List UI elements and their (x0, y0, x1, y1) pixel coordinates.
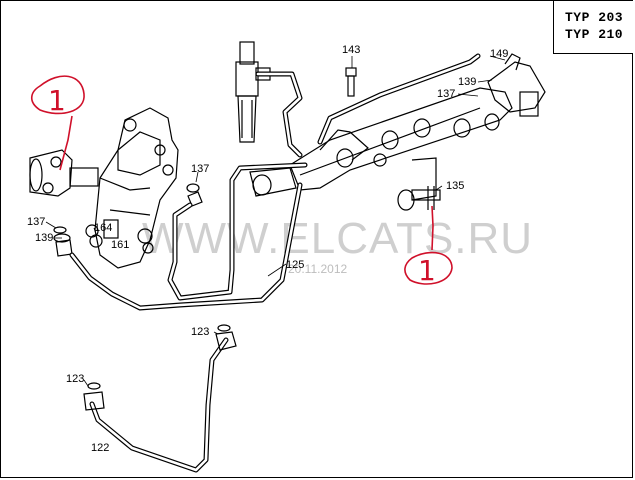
leader-lines (45, 55, 506, 387)
callout-122: 122 (91, 442, 109, 454)
callout-137-rail: 137 (437, 88, 455, 100)
callout-123-upper: 123 (191, 326, 209, 338)
callout-139-rail: 139 (458, 76, 476, 88)
callout-137-pump: 137 (191, 163, 209, 175)
pipe-connector-upper (215, 324, 237, 351)
watermark-text: WWW.ELCATS.RU (142, 214, 533, 263)
high-pressure-pump (29, 107, 179, 269)
callout-139-left: 139 (35, 232, 53, 244)
watermark-date: 20.11.2012 (288, 262, 347, 276)
model-type-box: TYP 203 TYP 210 (553, 1, 633, 54)
model-type-line-1: TYP 203 (565, 10, 624, 25)
callout-164: 164 (94, 222, 112, 234)
callout-137-left: 137 (27, 216, 45, 228)
rail-clip (319, 129, 369, 161)
common-rail (249, 53, 546, 197)
callout-125: 125 (286, 259, 304, 271)
part-135 (397, 157, 441, 211)
handwritten-annotation-left: 1 (30, 75, 85, 171)
fuel-lines (69, 53, 481, 473)
callout-123-lower: 123 (66, 373, 84, 385)
bolt-143 (345, 67, 357, 97)
handwritten-annotation-right: 1 (404, 205, 453, 287)
handwritten-mark-right: 1 (418, 254, 436, 287)
callout-135: 135 (446, 180, 464, 192)
handwritten-mark-left: 1 (48, 84, 66, 117)
model-type-line-2: TYP 210 (565, 27, 624, 42)
injector (235, 41, 271, 143)
callout-149: 149 (490, 48, 508, 60)
callout-161: 161 (111, 239, 129, 251)
callout-143: 143 (342, 44, 360, 56)
